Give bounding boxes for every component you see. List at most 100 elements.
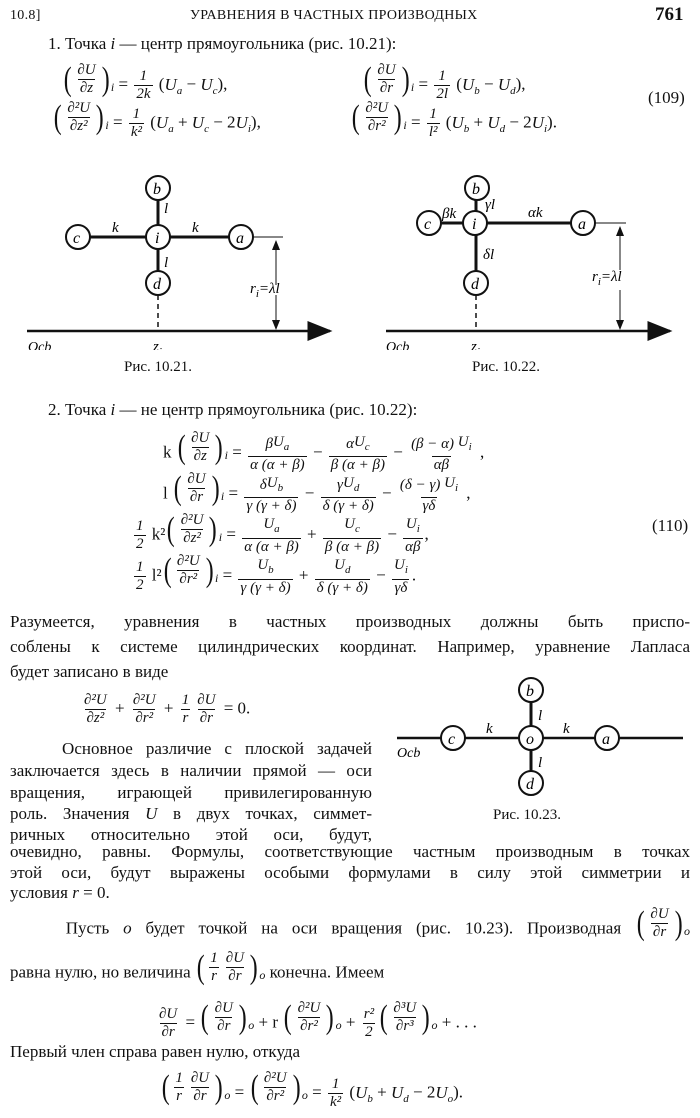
text-run: δ [259, 477, 267, 494]
math-group: α (α + β) [244, 539, 299, 556]
math-group: Ub [257, 557, 273, 579]
text-run: α [346, 436, 354, 453]
text-run: β (α + β) [330, 456, 385, 473]
paragraph3-line3: Первый член справа равен нулю, откуда [10, 1042, 300, 1062]
math-group: ∂U∂r [183, 471, 209, 506]
text-run: ∂r [217, 1018, 231, 1034]
text-run: ( [345, 1082, 356, 1102]
text-run: 1 [136, 518, 144, 535]
math-group: ∂U [191, 1070, 209, 1087]
text-run: ∂r² [179, 571, 198, 587]
text-run: = [224, 483, 243, 503]
math-group: α (α + β) [250, 457, 305, 474]
math-group: 1 [175, 1070, 183, 1087]
math-group: 1 [136, 559, 144, 576]
text-run: равна нулю, но величина [10, 962, 195, 982]
math-group: ∂z [80, 80, 93, 97]
math-variable: Ua [155, 112, 174, 135]
parenthesized-expression: (∂U∂r)i [172, 469, 225, 507]
text-run: r² [363, 1006, 375, 1023]
subscript: d [510, 84, 516, 97]
math-fraction: ∂U∂r [195, 692, 217, 727]
text-run: + [159, 698, 178, 718]
left-paren: ( [177, 428, 186, 466]
text-run: (β − α) [411, 436, 458, 453]
denominator: ∂r [215, 1017, 233, 1035]
text-run: = [181, 1012, 200, 1032]
math-fraction: ∂U∂r [185, 471, 207, 506]
math-group: ∂²U [264, 1070, 287, 1087]
math-variable: Ui [393, 556, 408, 576]
numerator: ∂U [157, 1006, 179, 1023]
math-variable: Ub [266, 474, 284, 494]
math-group: γ (γ + δ) [246, 498, 296, 515]
paren-subscript: o [335, 1018, 342, 1032]
math-group: ∂r² [368, 118, 386, 135]
paren-subscript: i [214, 571, 219, 585]
paren-subscript: o [431, 1018, 438, 1032]
math-group: k² [131, 124, 142, 141]
text-run: − 2 [408, 1082, 436, 1102]
subscript: a [168, 122, 174, 135]
text-run: ∂r² [367, 118, 386, 134]
subscript: i [247, 122, 251, 135]
text-run: , [475, 442, 485, 462]
text-run: k² [147, 524, 166, 544]
right-paren: ) [215, 428, 223, 466]
math-group: ∂²U [181, 512, 204, 529]
numerator: ∂³U [391, 1000, 418, 1017]
subscript: i [416, 522, 420, 535]
right-paren: ) [401, 60, 410, 98]
text-run: ( [154, 74, 165, 94]
caption-10-21: Рис. 10.21. [124, 359, 193, 375]
parenthesized-expression: (∂²U∂r²)o [249, 1070, 308, 1105]
svg-text:o: o [526, 731, 534, 748]
left-paren: ( [173, 469, 182, 507]
math-group: Ud [334, 557, 350, 579]
left-paren: ( [283, 998, 292, 1036]
text-run: 2 [365, 1024, 373, 1041]
denominator: r [180, 709, 191, 727]
text-run: ( [441, 112, 452, 132]
text-run: ). [547, 112, 557, 132]
math-group: ∂²U∂r² [294, 1000, 325, 1035]
svg-text:d: d [153, 276, 162, 293]
math-group: 2 [136, 536, 144, 553]
text-run: 1 [181, 692, 190, 708]
math-fraction: ∂U∂r [189, 1070, 211, 1105]
text-run: ∂z [193, 448, 207, 464]
right-paren: ) [205, 551, 214, 589]
right-paren: ) [326, 998, 334, 1036]
node-c: c [440, 725, 466, 751]
math-group: ∂U [187, 471, 205, 488]
node-b: b [464, 175, 490, 201]
right-paren: ) [211, 469, 220, 507]
parenthesized-expression: (∂U∂r)o [635, 906, 690, 941]
math-group: β (α + β) [325, 539, 379, 556]
axis-label: Осb [28, 340, 51, 350]
numerator: 1 [134, 559, 146, 576]
node-b: b [145, 175, 171, 201]
paragraph1-line1: Разумеется, уравнения в частных производ… [10, 612, 690, 632]
math-variable: Ui [457, 433, 472, 453]
text-run: = [406, 112, 425, 132]
text-run: ∂²U [176, 553, 200, 569]
text-run: ), [250, 112, 261, 132]
numerator: ∂U [648, 906, 670, 923]
paren-subscript: i [110, 80, 115, 94]
parenthesized-expression: (∂³U∂r³)o [378, 1000, 438, 1035]
text-run: + [173, 112, 192, 132]
math-group: Uc [344, 516, 360, 538]
denominator: γδ [420, 496, 438, 515]
text-run: ∂U [187, 471, 206, 487]
paren-subscript: i [218, 530, 223, 544]
label-l-bottom: l [164, 255, 168, 271]
